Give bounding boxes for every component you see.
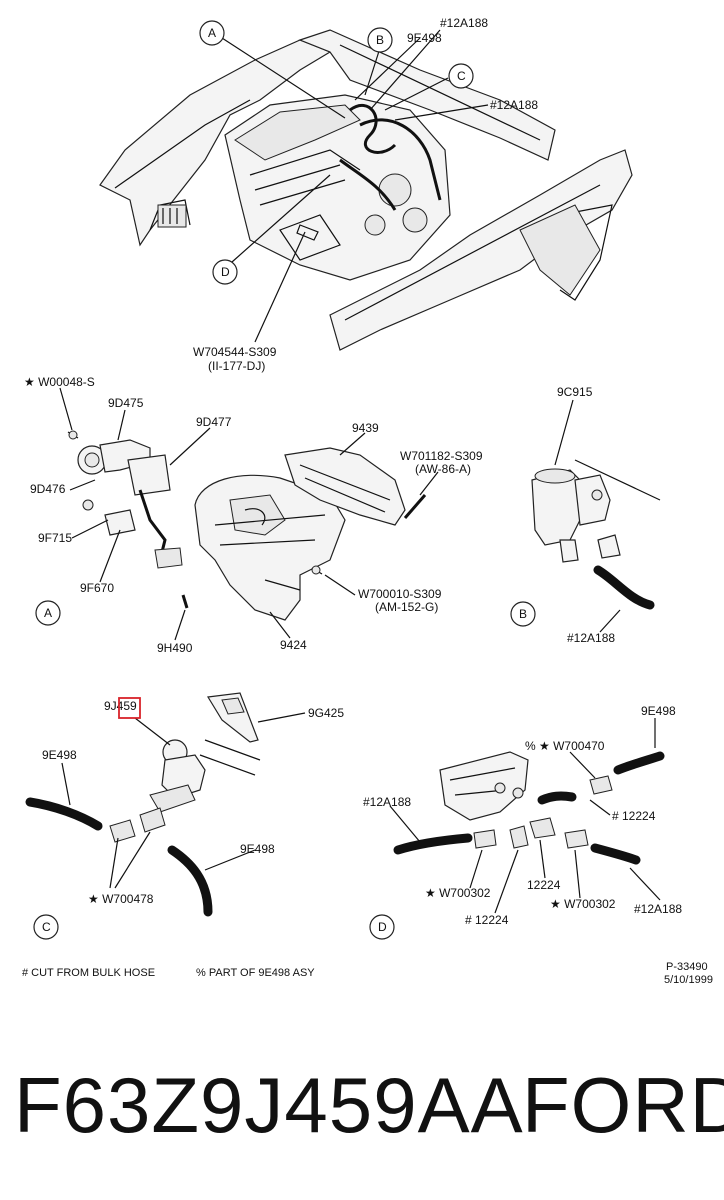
footnote-part-of: % PART OF 9E498 ASY xyxy=(196,967,315,979)
label-w700470: % ★ W700470 xyxy=(525,739,605,753)
label-9g425: 9G425 xyxy=(308,706,344,720)
label-12224-d: 12224 xyxy=(527,878,561,892)
engine-assembly-drawing: A B C D #12A188 9E498 #12A188 W704544-S3… xyxy=(99,16,633,373)
ref-number: P-33490 xyxy=(666,961,708,973)
callout-b: B xyxy=(519,607,527,621)
label-w00048-s: ★ W00048-S xyxy=(24,375,95,389)
callout-d-top: D xyxy=(221,265,230,279)
part-number: F63Z9J459AA xyxy=(14,1061,524,1149)
label-9439: 9439 xyxy=(352,421,379,435)
label-9f715: 9F715 xyxy=(38,531,72,545)
label-w700302-d-left: ★ W700302 xyxy=(425,886,491,900)
label-w701182: W701182-S309 xyxy=(400,449,483,463)
callout-c-top: C xyxy=(457,69,466,83)
label-w700302-d-right: ★ W700302 xyxy=(550,897,616,911)
label-9e498-d: 9E498 xyxy=(641,704,676,718)
label-9424: 9424 xyxy=(280,638,307,652)
callout-a-top: A xyxy=(208,26,216,40)
label-12a188-b: #12A188 xyxy=(567,631,615,645)
label-12a188-d-right: #12A188 xyxy=(634,902,682,916)
view-b-air-valve: B 9C915 #12A188 xyxy=(510,385,661,645)
label-12224-d-hash-1: # 12224 xyxy=(612,809,656,823)
label-9d476: 9D476 xyxy=(30,482,66,496)
label-w700010: W700010-S309 xyxy=(358,587,442,601)
label-9d475: 9D475 xyxy=(108,396,144,410)
view-d-hose-connections: D 9E498 % ★ W700470 #12A188 # 12224 ★ W7… xyxy=(363,704,682,940)
callout-b-top: B xyxy=(376,33,384,47)
label-aw-86-a: (AW-86-A) xyxy=(415,462,471,476)
label-9f670: 9F670 xyxy=(80,581,114,595)
label-9e498-c-left: 9E498 xyxy=(42,748,77,762)
view-a-intake-manifold: A ★ W00048-S 9D475 9D477 9439 W701182-S3… xyxy=(24,375,483,655)
label-w700478: ★ W700478 xyxy=(88,892,154,906)
label-9e498-top: 9E498 xyxy=(407,31,442,45)
label-12a188-top-2: #12A188 xyxy=(490,98,538,112)
callout-c: C xyxy=(42,920,51,934)
label-9d477: 9D477 xyxy=(196,415,232,429)
label-9h490: 9H490 xyxy=(157,641,193,655)
highlight-box-9j459 xyxy=(118,697,141,719)
ref-date: 5/10/1999 xyxy=(664,974,713,986)
part-caption: F63Z9J459AA FORD xyxy=(0,1060,724,1160)
view-c-check-valve: C 9J459 9G425 9E498 9E498 ★ W700478 xyxy=(25,692,344,940)
label-ii-177-dj: (II-177-DJ) xyxy=(208,359,265,373)
label-9e498-c-right: 9E498 xyxy=(240,842,275,856)
label-9j459: 9J459 xyxy=(104,699,137,713)
label-12a188-d-left: #12A188 xyxy=(363,795,411,809)
callout-d: D xyxy=(378,920,387,934)
footnote-bulk-hose: # CUT FROM BULK HOSE xyxy=(22,967,155,979)
label-12a188-top-1: #12A188 xyxy=(440,16,488,30)
label-w704544: W704544-S309 xyxy=(193,345,277,359)
label-12224-d-hash-2: # 12224 xyxy=(465,913,509,927)
label-am-152-g: (AM-152-G) xyxy=(375,600,438,614)
brand-name: FORD xyxy=(522,1061,724,1149)
parts-diagram: A B C D #12A188 9E498 #12A188 W704544-S3… xyxy=(22,16,713,986)
callout-a: A xyxy=(44,606,52,620)
label-9c915: 9C915 xyxy=(557,385,593,399)
